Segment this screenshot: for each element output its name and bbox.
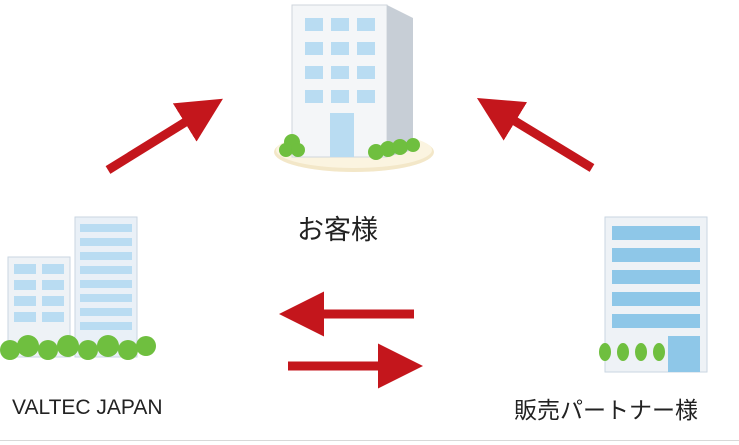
partner-label: 販売パートナー様	[514, 398, 698, 424]
bottom-divider	[0, 440, 739, 441]
valtec-label: VALTEC JAPAN	[12, 396, 163, 419]
arrow-partner-to-customer	[476, 97, 595, 172]
partner-building-icon	[599, 216, 708, 373]
arrow-valtec-to-customer	[105, 98, 223, 174]
customer-building-icon	[274, 4, 434, 172]
customer-label: お客様	[297, 215, 378, 246]
valtec-buildings-icon	[0, 216, 156, 360]
